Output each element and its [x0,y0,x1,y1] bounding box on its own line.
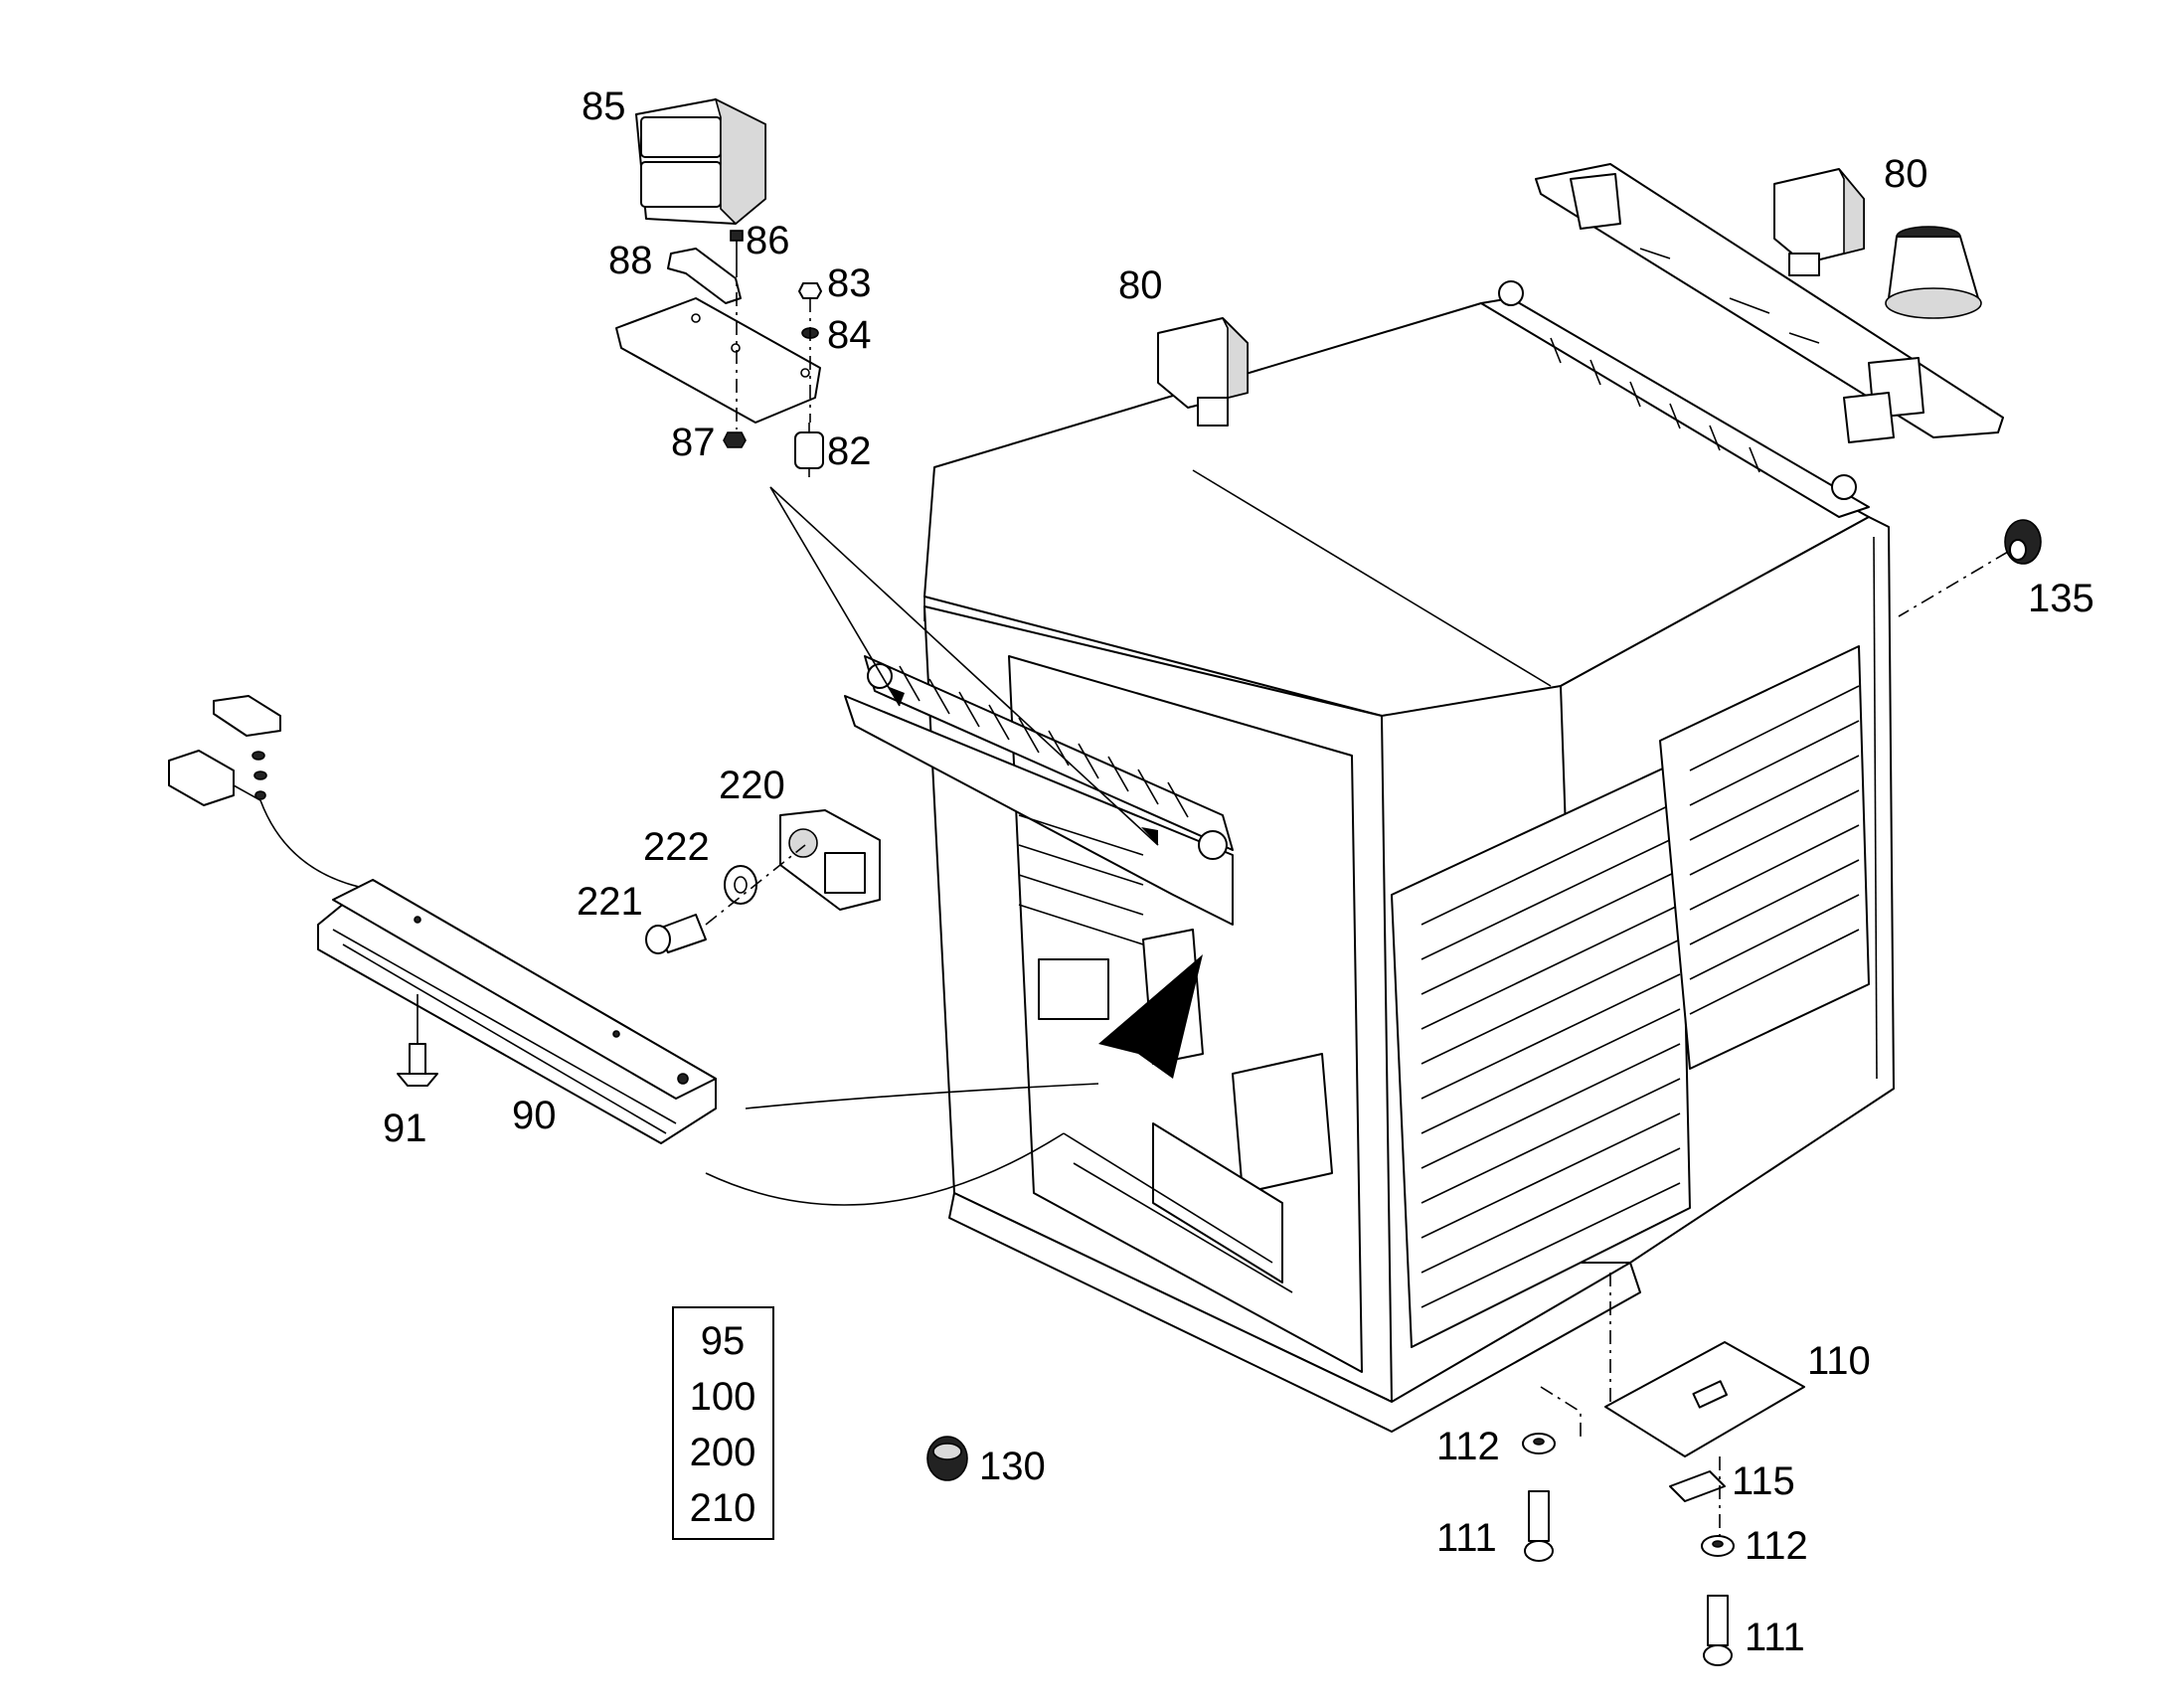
parts-box-item: 95 [701,1319,746,1363]
parts-list-box: 95 100 200 210 [672,1306,774,1540]
holder-220 [779,809,881,911]
cover-plate-110 [1604,1341,1805,1457]
label-80-rear: 80 [1884,152,1928,196]
plug-connector [168,750,261,806]
mounting-bracket-88 [667,248,742,304]
label-80-center: 80 [1118,263,1163,307]
light-bar-90 [317,879,717,1144]
leader-line [769,486,901,707]
label-130: 130 [979,1445,1046,1488]
label-112-left: 112 [1436,1425,1500,1468]
work-light-80-rear [1773,168,1865,276]
label-90: 90 [512,1094,557,1137]
label-111-left: 111 [1436,1516,1497,1560]
nut-87 [723,431,747,448]
label-86: 86 [746,219,790,262]
arrow-head [887,686,905,706]
label-91: 91 [383,1107,427,1150]
label-83: 83 [827,261,872,305]
screw-111-right [1703,1595,1733,1666]
beacon-light [1885,226,1982,319]
label-85: 85 [582,85,626,128]
assembly-line [705,844,806,926]
washer-112-right [1701,1535,1735,1557]
label-111-right: 111 [1745,1616,1805,1659]
parts-box-item: 210 [690,1486,756,1530]
screw-86 [730,230,744,263]
leader-line [769,486,1159,846]
work-light-85 [635,97,766,226]
bolt-221 [645,914,707,954]
washer-112-left [1522,1433,1556,1454]
arrow-head [1098,954,1203,1079]
assembly-line [1898,551,2009,617]
arrow-head [1141,827,1158,845]
mounting-plate [615,297,821,424]
label-220: 220 [719,764,785,807]
work-light-80 [1157,317,1249,427]
parts-box-item: 100 [690,1375,756,1419]
washer-222 [724,865,757,905]
install-arrow [745,1083,1099,1110]
vibration-damper-82 [794,423,824,477]
grommet-135 [2004,519,2042,565]
label-110: 110 [1807,1339,1871,1383]
screw-91 [397,994,438,1087]
parts-box-item: 200 [690,1431,756,1474]
label-221: 221 [577,880,643,924]
assembly-line [1540,1386,1582,1442]
label-112-right: 112 [1745,1524,1808,1568]
label-87: 87 [671,421,716,464]
label-222: 222 [643,825,710,869]
canopy-enclosure [844,280,1895,1433]
small-fastener [251,751,267,800]
rear-mounting-bar [1535,163,2004,443]
label-84: 84 [827,313,872,357]
connector-bracket [213,695,281,737]
label-135: 135 [2028,577,2094,620]
label-88: 88 [608,239,653,282]
nut-83 [798,282,822,299]
grommet-130 [926,1436,968,1481]
screw-111-left [1524,1490,1554,1562]
light-cable [259,799,374,891]
label-115: 115 [1732,1459,1795,1503]
install-arrow [705,1132,1065,1206]
label-115 [1669,1470,1726,1502]
label-82: 82 [827,429,872,473]
